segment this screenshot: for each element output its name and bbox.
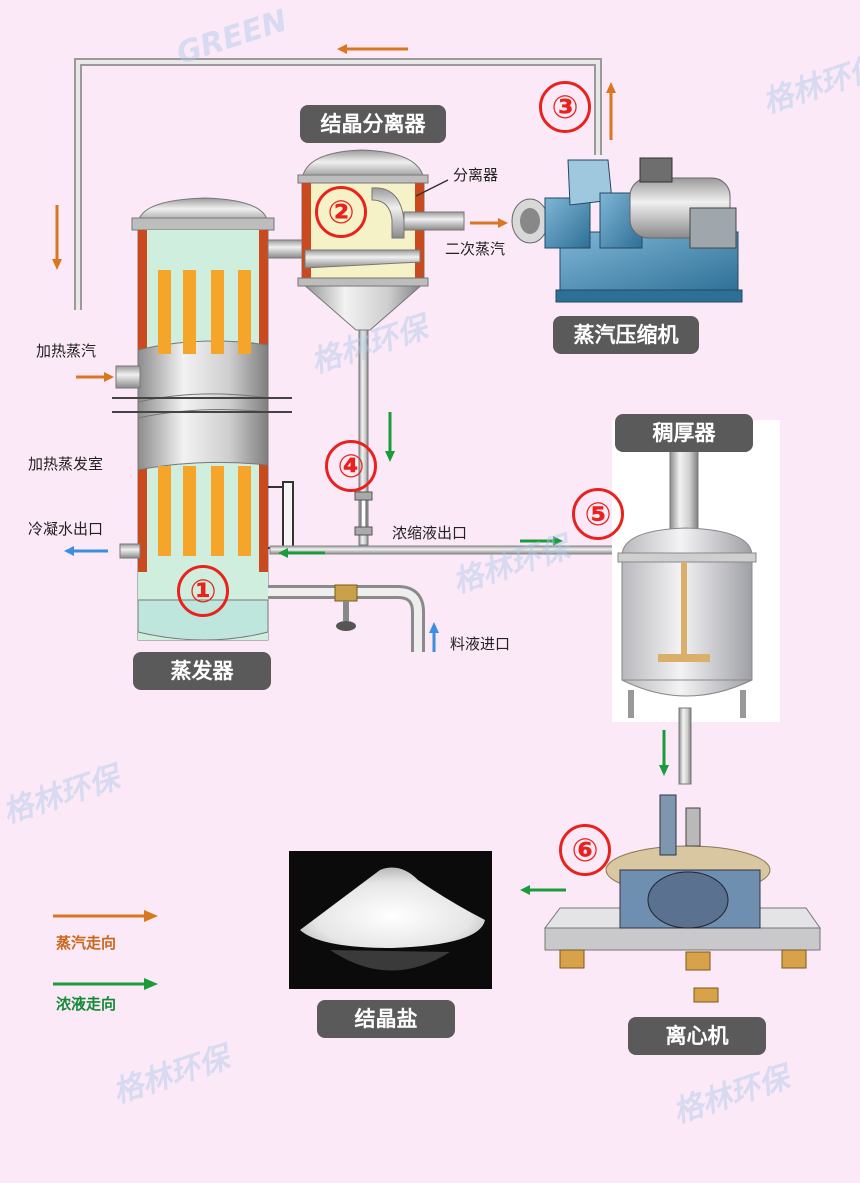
concentrate-arrow: [520, 536, 563, 546]
legend-liquid-label: 浓液走向: [56, 995, 117, 1013]
feed-arrow: [429, 622, 439, 652]
compressor-tag: 蒸汽压缩机: [553, 316, 699, 354]
thickener-vessel: [612, 420, 780, 785]
concentrate-pipe: [269, 545, 626, 558]
steam-return-pipe: [74, 58, 602, 310]
steam-arrow-top: [337, 44, 408, 54]
separator-leader: [415, 179, 449, 197]
legend-steam-label: 蒸汽走向: [56, 934, 117, 952]
centrifuge-machine: [544, 794, 821, 1003]
heating-steam-inlet: [76, 365, 141, 389]
secondary-steam-arrow: [470, 218, 508, 228]
heating-steam-label: 加热蒸汽: [36, 342, 97, 360]
condensate-outlet-pipe: [64, 543, 141, 559]
crystal-salt-tag: 结晶盐: [317, 1000, 455, 1038]
downcomer-pipe: [354, 329, 373, 546]
crystal-separator-tag: 结晶分离器: [300, 105, 446, 143]
thickener-tag: 稠厚器: [615, 414, 753, 452]
legend-liquid-arrow: [53, 978, 158, 990]
compressor-machine: [511, 157, 743, 303]
crystal-separator-vessel: [297, 149, 465, 331]
step-5: ⑤: [572, 488, 624, 540]
crystal-salt-photo: [289, 851, 492, 989]
centrifuge-arrow: [520, 885, 566, 895]
steam-arrow-down: [52, 205, 62, 270]
concentrate-outlet-label: 浓缩液出口: [392, 524, 468, 542]
step-6: ⑥: [559, 824, 611, 876]
step-3: ③: [539, 81, 591, 133]
feed-pipe: [268, 584, 425, 652]
step-1: ①: [177, 565, 229, 617]
evaporator-tag: 蒸发器: [133, 652, 271, 690]
condensate-outlet-label: 冷凝水出口: [28, 520, 104, 538]
steam-arrow-up: [606, 82, 616, 140]
evaporator-tubes: [158, 270, 251, 556]
feed-inlet-label: 料液进口: [450, 635, 511, 653]
secondary-steam-label: 二次蒸汽: [445, 240, 506, 258]
centrifuge-tag: 离心机: [628, 1017, 766, 1055]
separator-label: 分离器: [453, 166, 499, 184]
heating-chamber-label: 加热蒸发室: [28, 455, 104, 473]
legend-steam-arrow: [53, 910, 158, 922]
step-4: ④: [325, 440, 377, 492]
level-gauge: [268, 481, 294, 553]
thickener-arrow: [659, 730, 669, 776]
step-2: ②: [315, 186, 367, 238]
downcomer-arrow: [385, 412, 395, 462]
